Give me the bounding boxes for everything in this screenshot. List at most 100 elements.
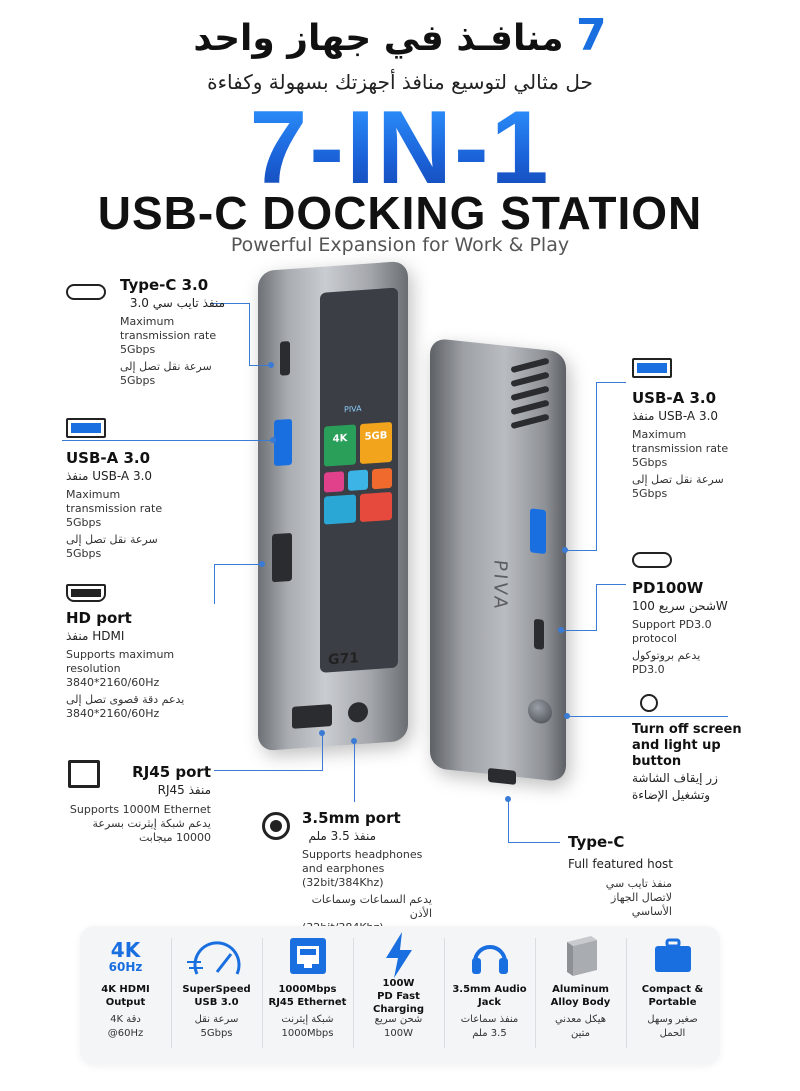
feature-desc: Maximum: [120, 315, 175, 328]
summary-label: 3.5mm Audio Jack: [452, 984, 527, 1008]
tile-app-4: [324, 494, 356, 525]
usb-c-port-icon: [66, 284, 106, 300]
summary-arabic: صغير وسهل: [647, 1014, 698, 1025]
feature-desc: resolution: [66, 662, 121, 675]
feature-rj45: RJ45 port منفذ RJ45 Supports 1000M Ether…: [66, 762, 211, 845]
feature-desc: transmission rate: [120, 329, 217, 342]
vent-slot: [510, 357, 550, 374]
tile-app-2: [348, 469, 368, 491]
connector-line: [596, 382, 597, 550]
feature-arabic: شحن سريع 100W: [632, 599, 728, 613]
feature-typec-host: Type-C Full featured host منفذ تايب سي ل…: [568, 832, 728, 919]
connector-line: [508, 800, 509, 842]
feature-arabic-desc: سرعة نقل تصل إلى: [66, 533, 158, 546]
connector-line: [596, 584, 626, 585]
feature-usba-left: USB-A 3.0 منفذ USB-A 3.0 Maximum transmi…: [66, 448, 206, 561]
connector-line: [354, 742, 355, 802]
summary-arabic: 3.5 ملم: [472, 1028, 507, 1039]
main-title: 7-IN-1: [0, 96, 800, 200]
summary-label: Compact & Portable: [641, 984, 704, 1008]
summary-item: 1000Mbps RJ45 Ethernet شبكة إيثرنت 1000M…: [262, 926, 353, 1064]
connector-dot: [259, 561, 265, 567]
summary-arabic: 1000Mbps: [281, 1028, 334, 1039]
feature-title: Turn off screen: [632, 722, 742, 737]
usb-a-port-icon: [66, 418, 106, 438]
vent-slot: [510, 399, 550, 416]
connector-line: [596, 382, 626, 383]
feature-desc: Support PD3.0: [632, 618, 712, 631]
divider: [444, 938, 445, 1048]
feature-desc: transmission rate: [632, 442, 729, 455]
feature-desc: 5Gbps: [66, 547, 102, 560]
summary-item: SuperSpeed USB 3.0 سرعة نقل 5Gbps: [171, 926, 262, 1064]
device-jack-port: [348, 701, 368, 723]
summary-item: Aluminum Alloy Body هيكل معدني متين: [535, 926, 626, 1064]
4k-60hz-icon: 4K 60Hz: [108, 938, 143, 974]
device-usba-port-right: [530, 508, 546, 555]
screen-button-knob: [528, 698, 552, 725]
feature-title: button: [632, 754, 682, 769]
feature-title: Type-C: [568, 833, 625, 851]
feature-desc: 3840*2160/60Hz: [66, 707, 160, 720]
product-title: USB-C DOCKING STATION: [97, 187, 703, 239]
summary-item: 100W PD Fast Charging شحن سريع 100W: [353, 926, 444, 1064]
device-pd-port: [534, 618, 544, 650]
feature-arabic: منفذ RJ45: [157, 783, 211, 797]
connector-dot: [268, 362, 274, 368]
feature-arabic-desc: منفذ تايب سي: [605, 877, 672, 890]
device-back-image: PIVA: [430, 337, 566, 785]
divider: [626, 938, 627, 1048]
sun-icon: [640, 694, 658, 712]
feature-usba-right: USB-A 3.0 منفذ USB-A 3.0 Maximum transmi…: [632, 388, 772, 501]
feature-desc: PD3.0: [632, 663, 665, 676]
audio-jack-icon: [262, 812, 290, 840]
feature-arabic: منفذ USB-A 3.0: [66, 469, 153, 483]
feature-title: HD port: [66, 609, 132, 627]
usb-c-port-icon: [632, 552, 672, 568]
feature-arabic: منفذ تايب سي 3.0: [129, 296, 225, 310]
feature-arabic: منفذ USB-A 3.0: [632, 409, 719, 423]
summary-arabic: متين: [570, 1028, 590, 1039]
divider: [171, 938, 172, 1048]
tile-app-5: [360, 491, 392, 523]
vent-slot: [510, 413, 550, 430]
summary-item: 4K 60Hz 4K HDMI Output دقة 4K @60Hz: [80, 926, 171, 1064]
feature-desc: 5Gbps: [120, 343, 156, 356]
feature-title: 3.5mm port: [302, 809, 401, 827]
feature-arabic-desc: يدعم شبكة إيثرنت بسرعة: [92, 817, 212, 830]
feature-desc: (32bit/384Khz): [302, 876, 384, 889]
feature-desc: 5Gbps: [632, 487, 668, 500]
feature-title: RJ45 port: [132, 763, 211, 781]
feature-desc: Maximum: [66, 488, 121, 501]
feature-arabic-desc: سرعة نقل تصل إلى: [120, 360, 212, 373]
feature-title: Type-C 3.0: [120, 276, 209, 294]
feature-arabic: منفذ 3.5 ملم: [308, 829, 376, 843]
feature-title: USB-A 3.0: [632, 389, 717, 407]
connector-dot: [270, 437, 276, 443]
connector-line: [249, 303, 250, 365]
headline-text: منافـذ في جهاز واحد: [193, 18, 564, 59]
connector-line: [562, 630, 597, 631]
connector-dot: [564, 713, 570, 719]
feature-typec: Type-C 3.0 منفذ تايب سي 3.0 Maximum tran…: [120, 275, 240, 388]
device-typec-host-port: [488, 767, 516, 785]
feature-desc: 5Gbps: [632, 456, 668, 469]
feature-screen-button: Turn off screen and light up button زر إ…: [632, 722, 782, 804]
feature-desc: Supports maximum: [66, 648, 175, 661]
summary-arabic: سرعة نقل: [194, 1014, 239, 1025]
summary-arabic: شحن سريع: [374, 1014, 423, 1025]
summary-arabic: الحمل: [659, 1028, 686, 1039]
divider: [535, 938, 536, 1048]
connector-line: [322, 735, 323, 771]
side-brand: PIVA: [489, 558, 511, 613]
device-hdmi-port: [272, 532, 292, 583]
feature-arabic: زر إيقاف الشاشة: [632, 771, 718, 785]
connector-dot: [505, 796, 511, 802]
tile-5gb: 5GB: [360, 421, 392, 465]
feature-desc: 5Gbps: [120, 374, 156, 387]
briefcase-icon: [627, 926, 718, 982]
summary-arabic: هيكل معدني: [554, 1014, 607, 1025]
connector-dot: [351, 738, 357, 744]
feature-desc: Supports headphones: [302, 848, 423, 861]
aluminum-body-icon: [535, 926, 626, 982]
